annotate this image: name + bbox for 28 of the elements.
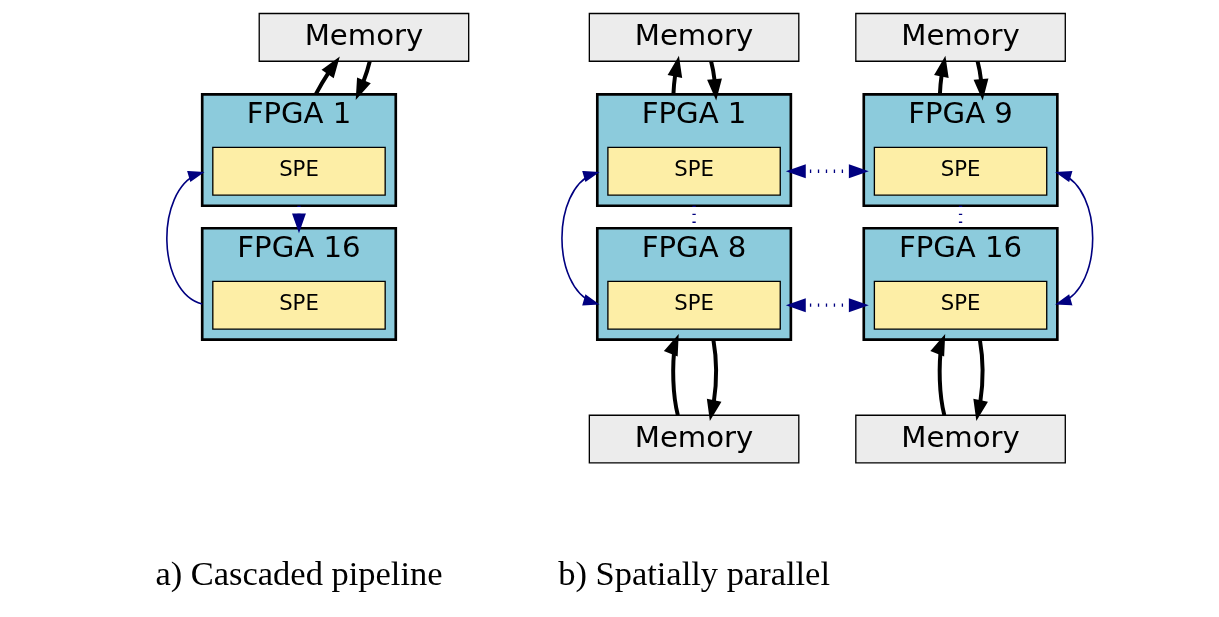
node-box: SPE bbox=[606, 280, 781, 330]
arrow bbox=[972, 339, 988, 422]
arrow bbox=[313, 56, 340, 96]
arrow bbox=[933, 55, 949, 95]
arrow bbox=[663, 334, 680, 416]
label: a) Cascaded pipeline bbox=[154, 553, 443, 592]
node-box: SPE bbox=[211, 280, 386, 330]
arrow bbox=[355, 61, 372, 100]
arrow bbox=[973, 61, 988, 101]
arrow bbox=[560, 171, 600, 306]
node-box: Memory bbox=[588, 12, 799, 62]
node-box: Memory bbox=[258, 12, 469, 62]
arrow bbox=[785, 164, 869, 179]
node-box: SPE bbox=[873, 280, 1047, 330]
arrow bbox=[929, 334, 946, 416]
arrow bbox=[165, 171, 205, 305]
node-box: SPE bbox=[873, 146, 1047, 196]
arrow bbox=[785, 298, 869, 313]
label: b) Spatially parallel bbox=[557, 553, 830, 592]
arrow bbox=[706, 61, 722, 101]
node-box: Memory bbox=[854, 12, 1066, 62]
arrow bbox=[706, 339, 721, 422]
node-box: Memory bbox=[588, 414, 799, 464]
arrow bbox=[1054, 171, 1093, 306]
node-box: SPE bbox=[211, 146, 386, 196]
node-box: Memory bbox=[854, 414, 1066, 464]
arrow bbox=[667, 55, 682, 95]
node-box: SPE bbox=[606, 146, 781, 196]
